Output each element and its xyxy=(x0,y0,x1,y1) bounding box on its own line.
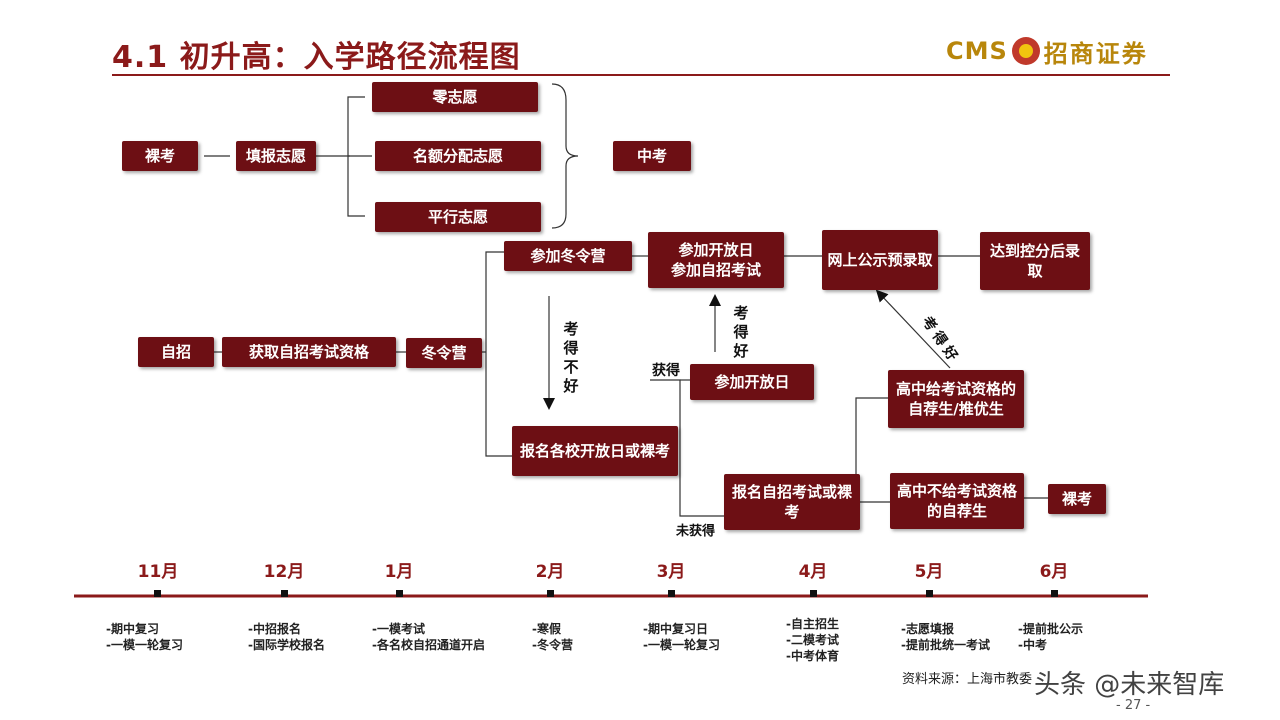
node-gaozhong-bugei: 高中不给考试资格的自荐生 xyxy=(890,473,1024,529)
timeline-events-jan: -一模考试 -各名校自招通道开启 xyxy=(372,621,485,653)
node-tianbao: 填报志愿 xyxy=(236,141,316,171)
timeline-event: -冬令营 xyxy=(532,638,573,652)
right-brace xyxy=(551,83,579,229)
timeline-event: -提前批公示 xyxy=(1018,622,1083,636)
node-wangshang: 网上公示预录取 xyxy=(822,230,938,290)
label-kaobuhao: 考得不好 xyxy=(563,320,579,395)
timeline-marker xyxy=(396,590,403,597)
node-gaozhong-gei: 高中给考试资格的自荐生/推优生 xyxy=(888,370,1024,428)
title-divider xyxy=(112,74,1170,76)
timeline-month: 12月 xyxy=(263,562,305,582)
timeline-events-may: -志愿填报 -提前批统一考试 xyxy=(901,621,990,653)
timeline-event: -中考 xyxy=(1018,638,1047,652)
timeline-event: -期中复习 xyxy=(106,622,159,636)
logo-cms-text: CMS xyxy=(946,37,1008,65)
label-weihuode: 未获得 xyxy=(676,524,716,539)
node-baoming-zizhao: 报名自招考试或裸考 xyxy=(724,474,860,530)
timeline-events-dec: -中招报名 -国际学校报名 xyxy=(248,621,325,653)
page-number: - 27 - xyxy=(1116,698,1151,713)
timeline-event: -寒假 xyxy=(532,622,561,636)
timeline-marker xyxy=(810,590,817,597)
node-zizhao: 自招 xyxy=(138,337,214,367)
arrow-kaohao-2 xyxy=(875,289,951,369)
timeline-month: 11月 xyxy=(137,562,179,582)
timeline-events-mar: -期中复习日 -一模一轮复习 xyxy=(643,621,720,653)
timeline-events-apr: -自主招生 -二模考试 -中考体育 xyxy=(786,616,839,664)
timeline-marker xyxy=(281,590,288,597)
node-canjia-kaifang: 参加开放日 xyxy=(690,364,814,400)
line-huode-weihuode xyxy=(650,379,724,517)
page-title: 4.1 初升高：入学路径流程图 xyxy=(112,40,521,75)
timeline-event: -期中复习日 xyxy=(643,622,708,636)
label-kaohao-1: 考得好 xyxy=(733,304,749,360)
timeline-marker xyxy=(547,590,554,597)
timeline-event: -一模考试 xyxy=(372,622,425,636)
timeline-events-nov: -期中复习 -一模一轮复习 xyxy=(106,621,183,653)
timeline-month: 1月 xyxy=(384,562,414,582)
node-dadao: 达到控分后录取 xyxy=(980,232,1090,290)
timeline-marker xyxy=(926,590,933,597)
logo-seal-icon xyxy=(1011,37,1040,65)
cms-logo: CMS 招商证券 xyxy=(946,36,1148,68)
timeline-event: -自主招生 xyxy=(786,617,839,631)
node-luokao-top: 裸考 xyxy=(122,141,198,171)
timeline-month: 5月 xyxy=(914,562,944,582)
timeline-month: 3月 xyxy=(656,562,686,582)
node-kaifang-zizhao-line1: 参加开放日 xyxy=(678,241,754,259)
timeline-month: 2月 xyxy=(535,562,565,582)
timeline-events-feb: -寒假 -冬令营 xyxy=(532,621,573,653)
timeline-marker xyxy=(154,590,161,597)
node-zhongkao-top: 中考 xyxy=(613,141,691,171)
node-zero: 零志愿 xyxy=(372,82,538,112)
label-huode: 获得 xyxy=(652,363,680,379)
timeline-month: 4月 xyxy=(798,562,828,582)
timeline-marker xyxy=(1051,590,1058,597)
node-kaifang-zizhao-line2: 参加自招考试 xyxy=(670,261,761,279)
node-kaifang-zizhao: 参加开放日 参加自招考试 xyxy=(648,232,784,288)
timeline-event: -提前批统一考试 xyxy=(901,638,990,652)
timeline-events-jun: -提前批公示 -中考 xyxy=(1018,621,1083,653)
timeline-marker xyxy=(668,590,675,597)
timeline-event: -国际学校报名 xyxy=(248,638,325,652)
timeline-month: 6月 xyxy=(1039,562,1069,582)
node-mingE: 名额分配志愿 xyxy=(375,141,541,171)
line-to-gei xyxy=(855,397,888,502)
node-luokao-bottom: 裸考 xyxy=(1048,484,1106,514)
split-bracket xyxy=(485,251,512,457)
node-dongling: 冬令营 xyxy=(406,338,482,368)
node-pingxing: 平行志愿 xyxy=(375,202,541,232)
timeline-event: -二模考试 xyxy=(786,633,839,647)
data-source: 资料来源：上海市教委 xyxy=(902,672,1033,687)
node-canjia-dongling: 参加冬令营 xyxy=(504,241,632,271)
node-huoqu: 获取自招考试资格 xyxy=(222,337,396,367)
timeline-event: -一模一轮复习 xyxy=(643,638,720,652)
node-baoming-kaifang: 报名各校开放日或裸考 xyxy=(512,426,678,476)
timeline-event: -一模一轮复习 xyxy=(106,638,183,652)
timeline-event: -中招报名 xyxy=(248,622,301,636)
logo-cn-text: 招商证券 xyxy=(1043,39,1148,68)
timeline-event: -各名校自招通道开启 xyxy=(372,638,485,652)
watermark: 头条 @未来智库 xyxy=(1034,670,1225,700)
timeline-event: -志愿填报 xyxy=(901,622,954,636)
timeline-event: -中考体育 xyxy=(786,649,839,663)
